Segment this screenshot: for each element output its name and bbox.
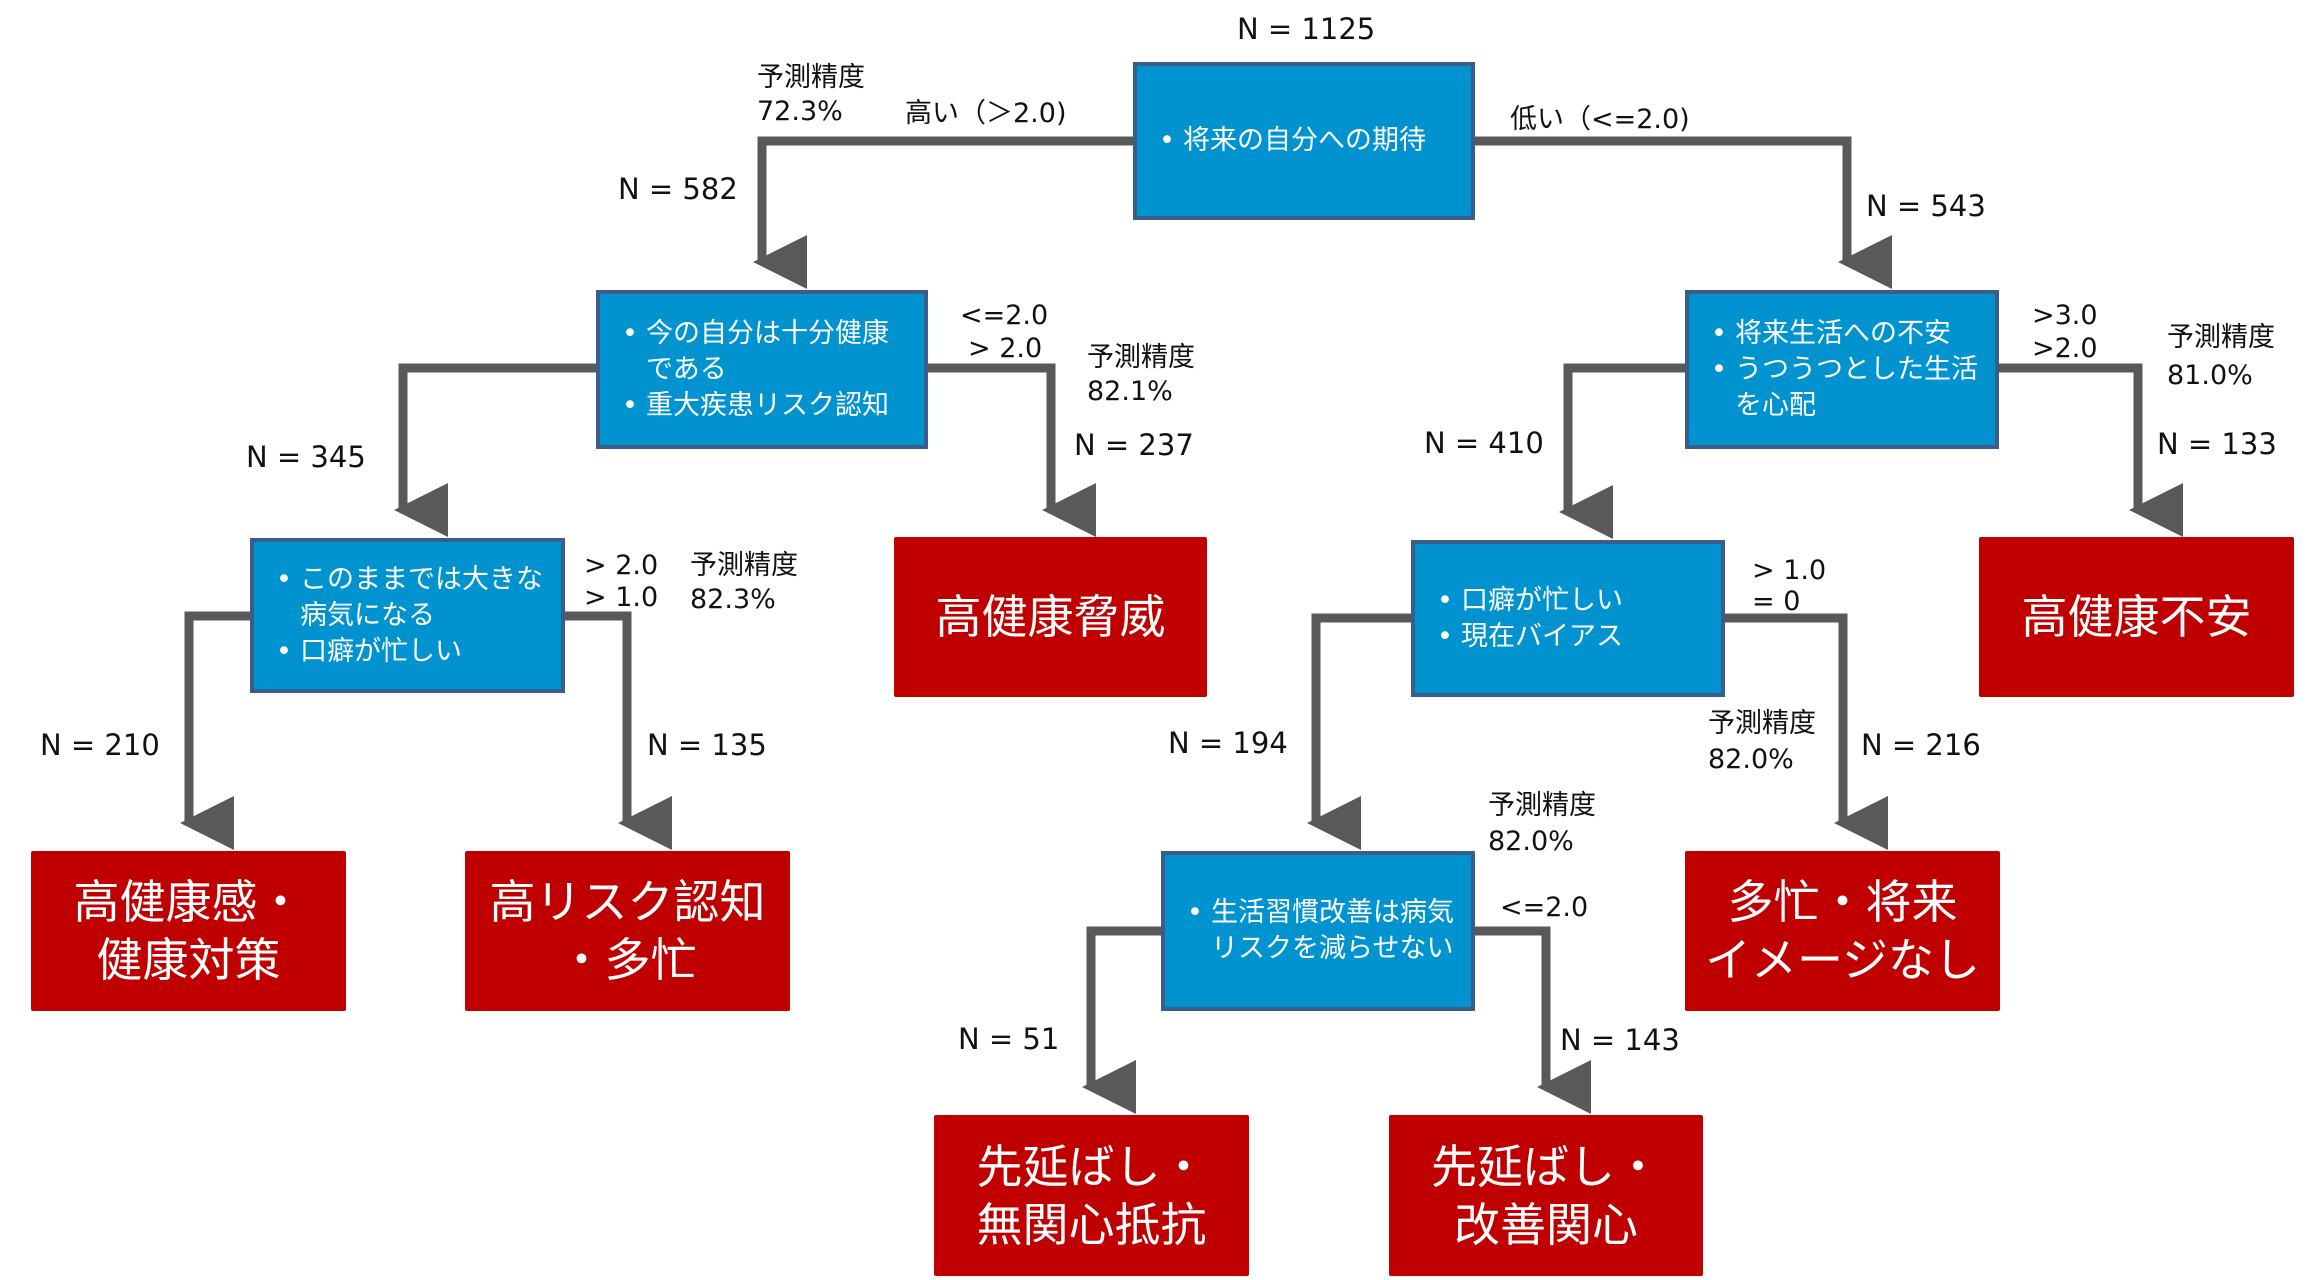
edge-l2-sense — [180, 611, 250, 850]
edge-root-l1 — [753, 136, 1133, 289]
node-item: 口癖が忙しい — [1437, 583, 1707, 619]
node-lifestyle: 生活習慣改善は病気リスクを減らせない — [1161, 851, 1475, 1011]
n-label: N = 194 — [1168, 726, 1288, 760]
edge-root-r1 — [1475, 136, 1892, 289]
accuracy-value: 72.3% — [757, 96, 843, 127]
leaf-label: 健康対策 — [96, 933, 281, 987]
leaf-label: 高健康感・ — [73, 875, 304, 929]
edge-r2-busy — [1725, 613, 1888, 850]
node-item: 生活習慣改善は病気リスクを減らせない — [1187, 895, 1457, 967]
condition-label: > 1.0 — [584, 582, 659, 613]
n-label: N = 410 — [1424, 426, 1544, 460]
accuracy-label: 予測精度 — [1708, 708, 1816, 739]
n-label: N = 216 — [1861, 728, 1981, 762]
leaf-label: 高健康脅威 — [935, 590, 1166, 644]
accuracy-value: 82.0% — [1708, 744, 1794, 775]
node-item: 重大疾患リスク認知 — [622, 388, 910, 424]
root-node: 将来の自分への期待 — [1133, 62, 1475, 220]
condition-label: 高い（＞2.0) — [905, 98, 1067, 129]
node-busy-bias: 口癖が忙しい 現在バイアス — [1411, 540, 1725, 697]
accuracy-label: 予測精度 — [2167, 322, 2275, 353]
condition-label: 低い（<=2.0) — [1510, 104, 1690, 135]
node-item: このままでは大きな病気になる — [276, 562, 547, 634]
root-node-item: 将来の自分への期待 — [1159, 123, 1457, 159]
leaf-busy-no-future: 多忙・将来 イメージなし — [1685, 851, 2000, 1011]
leaf-label: 改善関心 — [1454, 1197, 1638, 1252]
n-label: N = 51 — [958, 1022, 1060, 1056]
condition-label: <=2.0 — [1500, 892, 1589, 923]
leaf-label: 高健康不安 — [2021, 590, 2252, 644]
edge-l1-l2 — [394, 363, 596, 537]
edge-r2-r3 — [1307, 613, 1411, 850]
edge-r3-improve — [1475, 926, 1591, 1114]
accuracy-value: 82.1% — [1087, 376, 1173, 407]
node-item: 将来生活への不安 — [1711, 316, 1981, 352]
leaf-label: 先延ばし・ — [1431, 1139, 1661, 1194]
n-label: N = 210 — [40, 728, 160, 762]
leaf-label: 先延ばし・ — [976, 1139, 1207, 1194]
n-label: N = 143 — [1560, 1023, 1680, 1057]
condition-label: >3.0 — [2032, 300, 2098, 331]
accuracy-value: 82.3% — [690, 584, 776, 615]
edge-r1-r2 — [1559, 363, 1685, 539]
leaf-procrastination-resist: 先延ばし・ 無関心抵抗 — [934, 1115, 1249, 1276]
n-label: N = 345 — [246, 440, 366, 474]
leaf-high-health-anxiety: 高健康不安 — [1979, 537, 2294, 697]
node-item: 口癖が忙しい — [276, 634, 547, 670]
root-n-label: N = 1125 — [1237, 12, 1376, 46]
condition-label: <=2.0 — [960, 300, 1049, 331]
node-disease-risk: このままでは大きな病気になる 口癖が忙しい — [250, 538, 565, 693]
node-item: 今の自分は十分健康である — [622, 316, 910, 388]
leaf-high-health-sense: 高健康感・ 健康対策 — [31, 851, 346, 1011]
edge-l2-risk — [565, 611, 672, 850]
condition-label: = 0 — [1752, 586, 1801, 617]
condition-label: >2.0 — [2032, 333, 2098, 364]
leaf-high-health-threat: 高健康脅威 — [894, 537, 1207, 697]
accuracy-label: 予測精度 — [1087, 342, 1195, 373]
edge-r3-resist — [1082, 926, 1161, 1114]
leaf-label: ・多忙 — [558, 933, 697, 987]
accuracy-value: 81.0% — [2167, 360, 2253, 391]
n-label: N = 582 — [618, 172, 738, 206]
n-label: N = 543 — [1866, 189, 1986, 223]
n-label: N = 237 — [1074, 428, 1194, 462]
leaf-high-risk-busy: 高リスク認知 ・多忙 — [465, 851, 790, 1011]
n-label: N = 133 — [2157, 427, 2277, 461]
accuracy-label: 予測精度 — [757, 62, 865, 93]
node-item: 現在バイアス — [1437, 619, 1707, 655]
edge-r1-anxiety — [1999, 363, 2183, 537]
node-health-perception: 今の自分は十分健康である 重大疾患リスク認知 — [596, 290, 928, 449]
node-item: うつうつとした生活を心配 — [1711, 352, 1981, 424]
leaf-procrastination-improve: 先延ばし・ 改善関心 — [1389, 1115, 1703, 1276]
condition-label: > 1.0 — [1752, 555, 1827, 586]
condition-label: > 2.0 — [968, 333, 1043, 364]
condition-label: > 2.0 — [584, 550, 659, 581]
leaf-label: 多忙・将来 — [1727, 875, 1958, 929]
node-future-anxiety: 将来生活への不安 うつうつとした生活を心配 — [1685, 290, 1999, 449]
n-label: N = 135 — [647, 728, 767, 762]
leaf-label: 無関心抵抗 — [976, 1197, 1207, 1252]
accuracy-label: 予測精度 — [1488, 790, 1596, 821]
accuracy-value: 82.0% — [1488, 826, 1574, 857]
leaf-label: 高リスク認知 — [489, 875, 766, 929]
leaf-label: イメージなし — [1704, 933, 1981, 987]
edge-l1-threat — [928, 363, 1096, 537]
accuracy-label: 予測精度 — [690, 550, 798, 581]
